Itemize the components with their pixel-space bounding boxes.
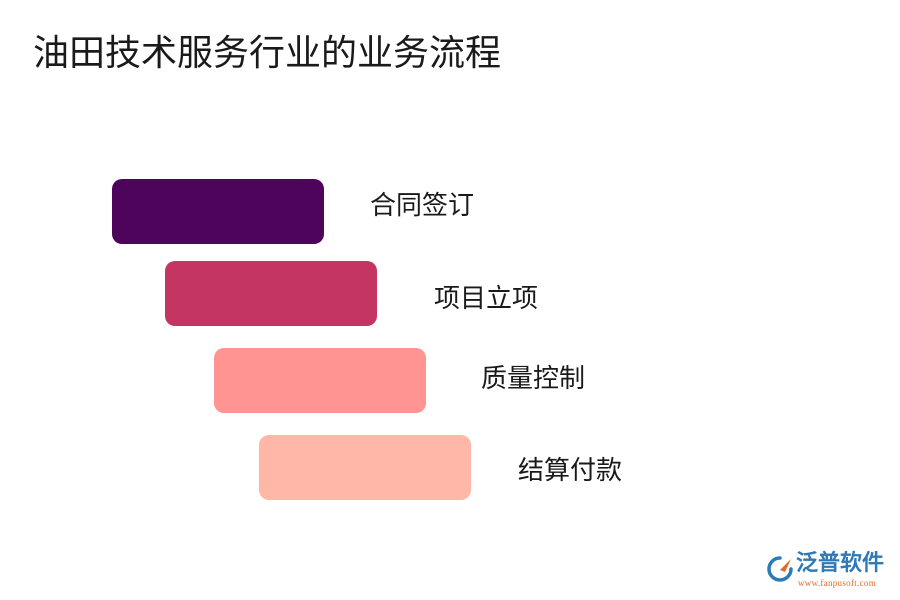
- logo-url: www.fanpusoft.com: [798, 578, 877, 588]
- step-label-3: 质量控制: [481, 364, 586, 394]
- step-bar-3: [214, 348, 426, 413]
- step-bar-4: [259, 435, 471, 500]
- step-label-1: 合同签订: [370, 191, 475, 221]
- step-label-2: 项目立项: [434, 284, 539, 314]
- logo-name: 泛普软件: [796, 551, 885, 576]
- step-bar-1: [112, 179, 324, 244]
- step-bar-2: [165, 261, 377, 326]
- brand-logo: 泛普软件 www.fanpusoft.com: [766, 553, 894, 597]
- logo-mark-icon: [767, 556, 793, 582]
- step-label-4: 结算付款: [518, 456, 623, 486]
- page-title: 油田技术服务行业的业务流程: [33, 33, 502, 74]
